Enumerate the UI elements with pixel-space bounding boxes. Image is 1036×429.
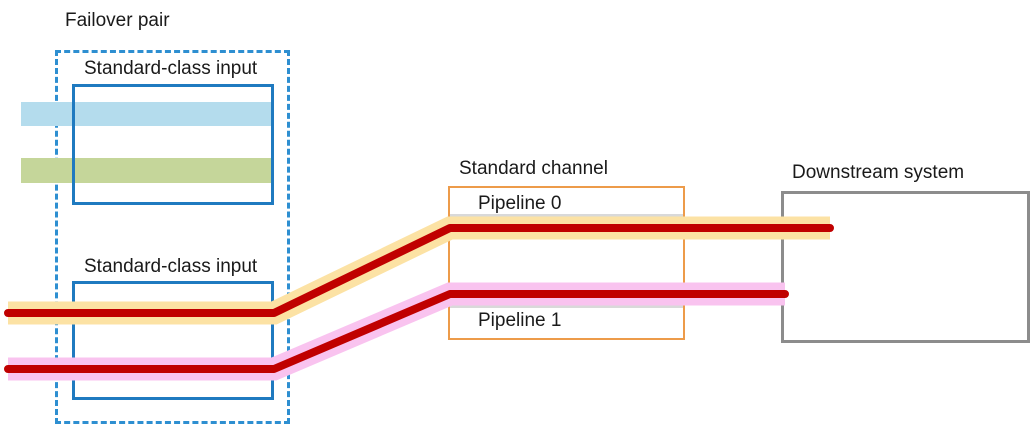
pipeline-1-label: Pipeline 1 (478, 310, 562, 331)
pipeline-0-label: Pipeline 0 (478, 193, 562, 214)
downstream-system-label: Downstream system (792, 162, 965, 183)
standard-class-stream-green (21, 158, 273, 183)
standard-class-input-a-label: Standard-class input (84, 58, 258, 79)
standard-class-stream-blue (21, 102, 273, 126)
standard-channel-label: Standard channel (459, 158, 608, 179)
standard-class-input-b-box (72, 281, 274, 400)
failover-pair-label: Failover pair (65, 10, 170, 31)
downstream-system-box (781, 191, 1030, 343)
standard-class-input-b-label: Standard-class input (84, 256, 258, 277)
standard-class-input-a-box (72, 84, 274, 205)
